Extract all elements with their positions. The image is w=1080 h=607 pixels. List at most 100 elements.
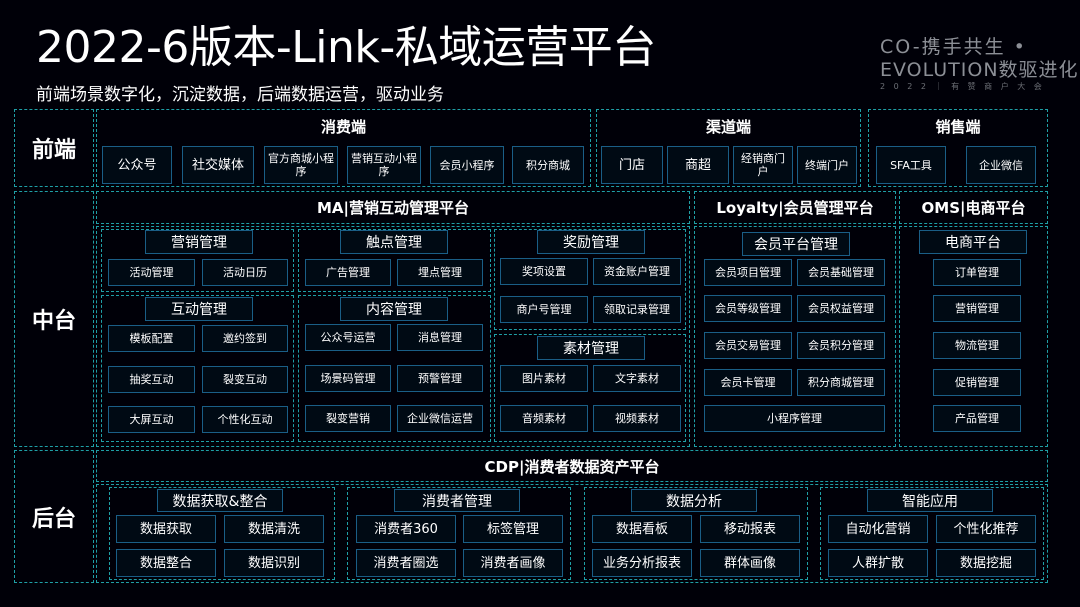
cdp-item: 移动报表: [700, 515, 800, 543]
interaction-item: 模板配置: [108, 325, 195, 352]
cdp-group: [347, 487, 571, 580]
oms-item: 营销管理: [933, 295, 1021, 322]
sales-section: [868, 109, 1048, 187]
oms-item: 订单管理: [933, 259, 1021, 286]
event-logo: CO-携手共生 • EVOLUTION数驱进化 2 0 2 2 ｜ 有 赞 商 …: [880, 36, 1079, 96]
marketing-item: 活动日历: [202, 259, 288, 286]
logo-line-2: EVOLUTION数驱进化: [880, 59, 1079, 81]
cdp-item: 消费者360: [356, 515, 456, 543]
cdp-item: 数据整合: [116, 549, 216, 577]
oms-item: 物流管理: [933, 332, 1021, 359]
cdp-item: 群体画像: [700, 549, 800, 577]
consumer-item: 会员小程序: [430, 146, 504, 184]
cdp-item: 数据看板: [592, 515, 692, 543]
loyalty-platform-body: [694, 226, 896, 447]
channel-item: 经销商门户: [733, 146, 793, 184]
ma-platform-body: [96, 226, 690, 447]
cdp-group-title: 数据分析: [631, 489, 757, 512]
oms-platform-title: OMS|电商平台: [899, 191, 1048, 224]
content-item: 企业微信运营: [397, 405, 483, 432]
interaction-item: 裂变互动: [202, 366, 288, 393]
cdp-platform-title: CDP|消费者数据资产平台: [96, 450, 1048, 482]
cdp-group-title: 数据获取&整合: [157, 489, 283, 512]
interaction-item: 抽奖互动: [108, 366, 195, 393]
content-group: [298, 295, 491, 442]
page-subtitle: 前端场景数字化，沉淀数据，后端数据运营，驱动业务: [36, 85, 444, 105]
marketing-group: [101, 229, 294, 292]
reward-group-title: 奖励管理: [537, 230, 645, 254]
loyalty-item: 会员项目管理: [704, 259, 792, 286]
loyalty-item: 会员交易管理: [704, 332, 792, 359]
content-item: 消息管理: [397, 324, 483, 351]
cdp-item: 消费者圈选: [356, 549, 456, 577]
loyalty-item: 会员积分管理: [797, 332, 885, 359]
material-item: 文字素材: [593, 365, 681, 392]
material-group-title: 素材管理: [537, 336, 645, 360]
tier-label-middle: 中台: [14, 191, 94, 447]
reward-item: 领取记录管理: [593, 296, 681, 323]
loyalty-item: 积分商城管理: [797, 369, 885, 396]
consumer-item: 公众号: [102, 146, 172, 184]
cdp-group: [109, 487, 335, 580]
loyalty-sub-title: 会员平台管理: [742, 232, 850, 256]
cdp-item: 个性化推荐: [936, 515, 1036, 543]
sales-section-title: 销售端: [935, 117, 981, 136]
oms-sub-title: 电商平台: [919, 230, 1027, 254]
cdp-item: 标签管理: [463, 515, 563, 543]
cdp-group: [820, 487, 1044, 580]
sales-item: SFA工具: [876, 146, 946, 184]
interaction-group: [101, 295, 294, 442]
channel-section: [596, 109, 861, 187]
cdp-item: 业务分析报表: [592, 549, 692, 577]
loyalty-item: 会员基础管理: [797, 259, 885, 286]
interaction-item: 个性化互动: [202, 406, 288, 433]
logo-line-1: CO-携手共生 •: [880, 36, 1027, 58]
cdp-item: 自动化营销: [828, 515, 928, 543]
content-item: 公众号运营: [305, 324, 391, 351]
oms-item: 促销管理: [933, 369, 1021, 396]
logo-line-3: 2 0 2 2 ｜ 有 赞 商 户 大 会: [880, 82, 1045, 91]
oms-item: 产品管理: [933, 405, 1021, 432]
cdp-item: 人群扩散: [828, 549, 928, 577]
content-group-title: 内容管理: [340, 297, 448, 321]
reward-item: 商户号管理: [500, 296, 588, 323]
marketing-group-title: 营销管理: [145, 230, 253, 254]
channel-item: 商超: [667, 146, 729, 184]
cdp-item: 数据清洗: [224, 515, 324, 543]
touchpoint-item: 埋点管理: [397, 259, 483, 286]
consumer-item: 官方商城小程序: [264, 146, 338, 184]
consumer-item: 积分商城: [512, 146, 584, 184]
channel-section-title: 渠道端: [705, 117, 751, 136]
sales-item: 企业微信: [966, 146, 1036, 184]
content-item: 裂变营销: [305, 405, 391, 432]
loyalty-item: 会员权益管理: [797, 295, 885, 322]
ma-platform-title: MA|营销互动管理平台: [96, 191, 690, 224]
interaction-group-title: 互动管理: [145, 297, 253, 321]
loyalty-item: 会员等级管理: [704, 295, 792, 322]
material-item: 音频素材: [500, 405, 588, 432]
content-item: 场景码管理: [305, 365, 391, 392]
cdp-group: [584, 487, 808, 580]
material-item: 图片素材: [500, 365, 588, 392]
reward-item: 资金账户管理: [593, 258, 681, 285]
tier-label-front: 前端: [14, 109, 94, 187]
cdp-group-title: 智能应用: [867, 489, 993, 512]
cdp-item: 消费者画像: [463, 549, 563, 577]
loyalty-item: 小程序管理: [704, 405, 885, 432]
interaction-item: 邀约签到: [202, 325, 288, 352]
consumer-item: 营销互动小程序: [347, 146, 421, 184]
material-group: [494, 334, 686, 442]
consumer-section-title: 消费端: [320, 117, 366, 136]
reward-group: [494, 229, 686, 330]
cdp-item: 数据获取: [116, 515, 216, 543]
touchpoint-item: 广告管理: [305, 259, 391, 286]
consumer-section: [96, 109, 591, 187]
touchpoint-group-title: 触点管理: [340, 230, 448, 254]
consumer-item: 社交媒体: [182, 146, 254, 184]
cdp-platform-body: [96, 484, 1048, 583]
reward-item: 奖项设置: [500, 258, 588, 285]
interaction-item: 大屏互动: [108, 406, 195, 433]
oms-platform-body: [899, 226, 1048, 447]
tier-label-back: 后台: [14, 450, 94, 583]
material-item: 视频素材: [593, 405, 681, 432]
